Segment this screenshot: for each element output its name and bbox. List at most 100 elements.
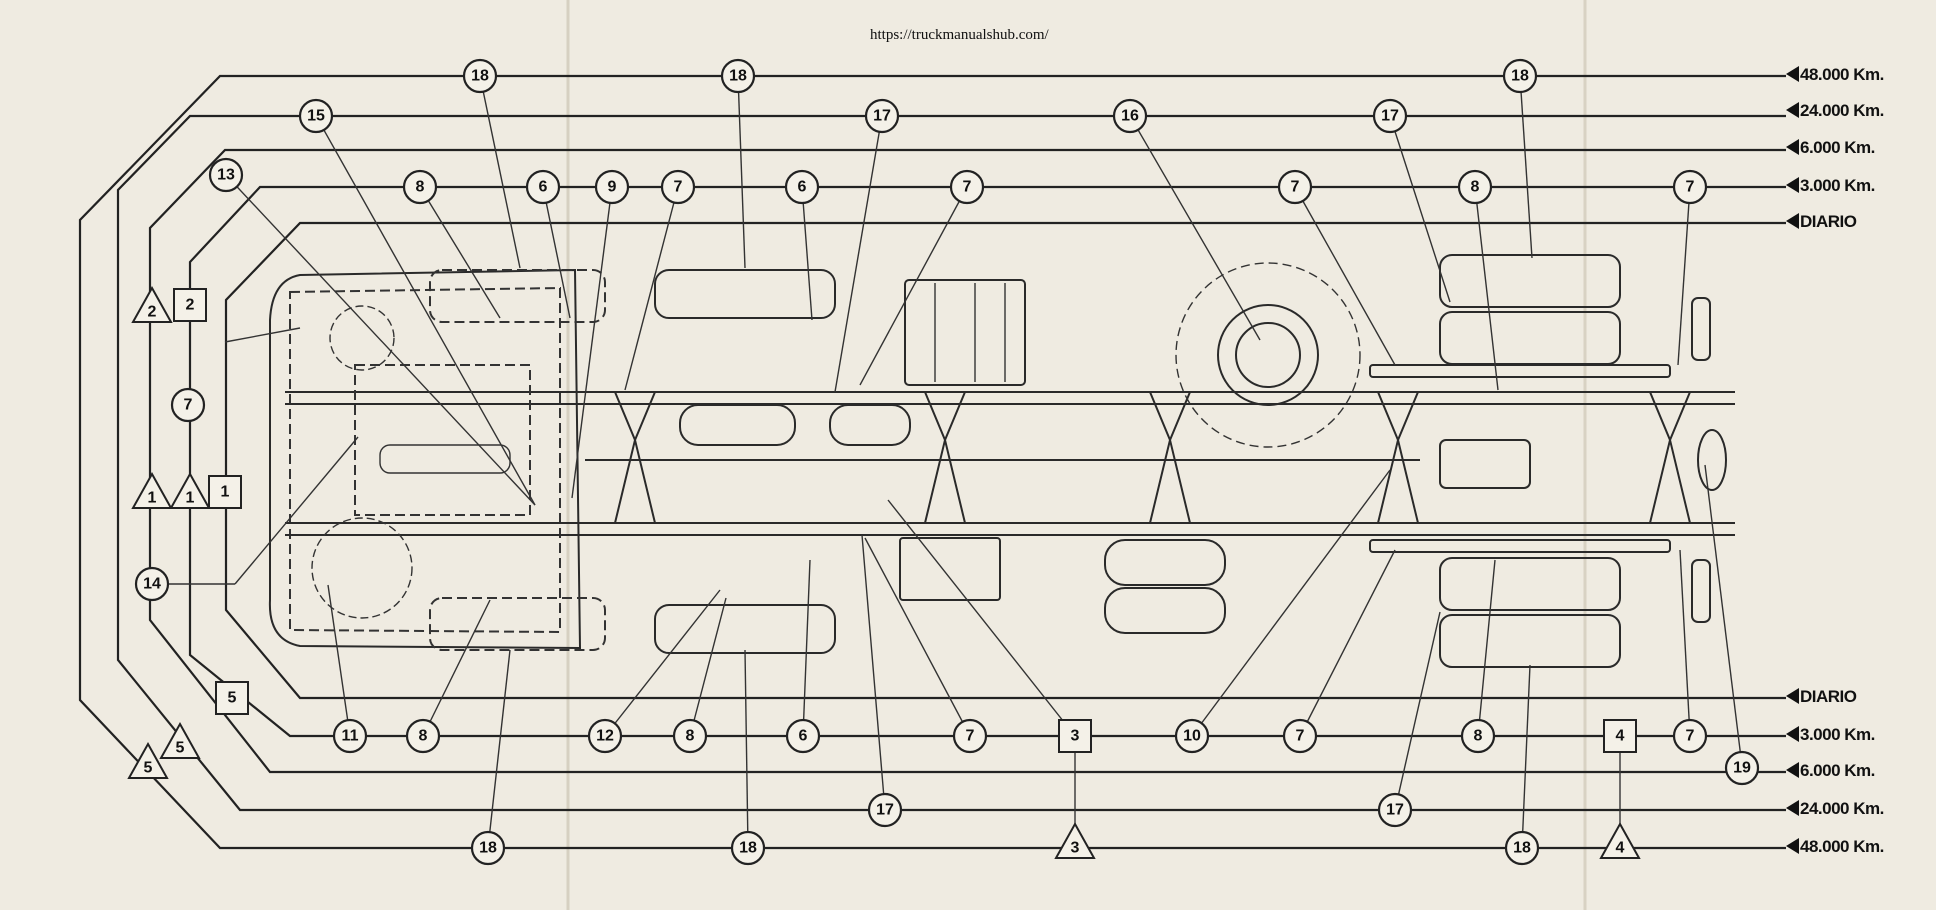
interval-label-3000-top: 3.000 Km. [1786,176,1875,196]
svg-text:16: 16 [1121,108,1139,125]
svg-text:5: 5 [228,690,237,707]
callout-18: 18 [1502,58,1538,94]
svg-text:8: 8 [419,728,428,745]
svg-text:17: 17 [876,802,894,819]
interval-label-48000-top: 48.000 Km. [1786,65,1884,85]
svg-text:18: 18 [471,68,489,85]
callout-7: 7 [1277,169,1313,205]
svg-text:18: 18 [1513,840,1531,857]
svg-text:7: 7 [1296,728,1305,745]
callout-6: 6 [525,169,561,205]
svg-text:7: 7 [1686,179,1695,196]
svg-text:8: 8 [1474,728,1483,745]
svg-text:4: 4 [1616,840,1625,857]
svg-text:3: 3 [1071,728,1080,745]
callout-7: 7 [952,718,988,754]
svg-text:13: 13 [217,167,235,184]
svg-text:10: 10 [1183,728,1201,745]
svg-text:19: 19 [1733,760,1751,777]
svg-text:7: 7 [1291,179,1300,196]
callout-19: 19 [1724,750,1760,786]
leader-lines [152,75,1743,849]
svg-text:6: 6 [798,179,807,196]
svg-text:6: 6 [799,728,808,745]
callout-17: 17 [1377,792,1413,828]
svg-text:11: 11 [342,728,359,745]
svg-text:17: 17 [1386,802,1404,819]
callout-8: 8 [1460,718,1496,754]
callout-17: 17 [867,792,903,828]
svg-text:7: 7 [963,179,972,196]
callout-14: 14 [134,566,170,602]
triangle-tag-5: 5 [159,721,201,759]
callout-12: 12 [587,718,623,754]
callout-11: 11 [332,718,368,754]
interval-label-6000-bottom: 6.000 Km. [1786,761,1875,781]
svg-text:7: 7 [1686,728,1695,745]
svg-text:1: 1 [186,490,195,507]
svg-text:5: 5 [144,760,153,777]
callout-16: 16 [1112,98,1148,134]
callout-7: 7 [1672,718,1708,754]
triangle-tag-2: 2 [131,285,173,323]
svg-text:15: 15 [307,108,325,125]
triangle-tag-5: 5 [127,741,169,779]
square-tag-4: 4 [1603,719,1637,753]
callout-8: 8 [672,718,708,754]
svg-text:18: 18 [739,840,757,857]
svg-text:2: 2 [148,304,157,321]
callout-8: 8 [1457,169,1493,205]
svg-text:7: 7 [674,179,683,196]
svg-text:17: 17 [873,108,891,125]
square-tag-5: 5 [215,681,249,715]
svg-text:18: 18 [729,68,747,85]
svg-text:8: 8 [416,179,425,196]
svg-text:4: 4 [1616,728,1625,745]
callout-18: 18 [470,830,506,866]
square-tag-2: 2 [173,288,207,322]
svg-text:2: 2 [186,297,195,314]
callout-15: 15 [298,98,334,134]
svg-text:7: 7 [966,728,975,745]
callout-8: 8 [405,718,441,754]
svg-text:1: 1 [148,490,157,507]
triangle-tag-1: 1 [131,471,173,509]
triangle-tag-3: 3 [1054,821,1096,859]
callout-7: 7 [949,169,985,205]
callout-17: 17 [1372,98,1408,134]
svg-text:17: 17 [1381,108,1399,125]
callouts: 18 18 18 15 17 16 17 13 8 6 9 7 6 7 7 8 … [134,58,1760,866]
callout-18: 18 [1504,830,1540,866]
triangle-tag-1: 1 [169,471,211,509]
callout-7: 7 [1282,718,1318,754]
svg-text:14: 14 [143,576,161,593]
svg-text:3: 3 [1071,840,1080,857]
interval-label-3000-bottom: 3.000 Km. [1786,725,1875,745]
callout-18: 18 [462,58,498,94]
callout-8: 8 [402,169,438,205]
source-url: https://truckmanualshub.com/ [870,27,1049,43]
callout-10: 10 [1174,718,1210,754]
interval-label-diario-bottom: DIARIO [1786,687,1857,707]
callout-6: 6 [784,169,820,205]
interval-label-diario-top: DIARIO [1786,212,1857,232]
callout-6: 6 [785,718,821,754]
callout-7: 7 [660,169,696,205]
callout-18: 18 [730,830,766,866]
svg-text:18: 18 [1511,68,1529,85]
svg-text:8: 8 [686,728,695,745]
svg-text:9: 9 [608,179,617,196]
callout-17: 17 [864,98,900,134]
chassis-frame [268,254,1735,668]
svg-text:8: 8 [1471,179,1480,196]
svg-text:5: 5 [176,740,185,757]
svg-text:6: 6 [539,179,548,196]
square-tag-1: 1 [208,475,242,509]
square-tag-3: 3 [1058,719,1092,753]
tags: 2 1 5 3 4 2 1 1 5 5 3 4 [127,285,1641,859]
svg-text:1: 1 [221,484,230,501]
svg-text:12: 12 [596,728,614,745]
callout-7: 7 [1672,169,1708,205]
